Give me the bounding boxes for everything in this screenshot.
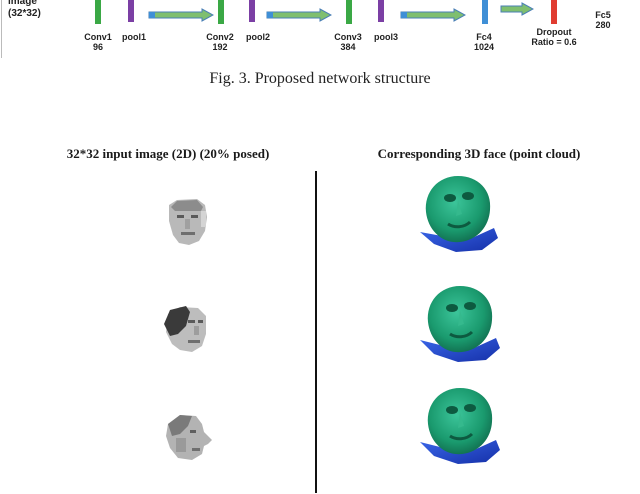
layer-bar-conv1 [95, 0, 101, 24]
layer-name: Conv2 [206, 32, 234, 42]
layer-bar-pool1 [128, 0, 134, 22]
layer-name: Conv3 [334, 32, 362, 42]
layer-name: pool3 [374, 32, 398, 42]
input-face-frontal [169, 199, 207, 245]
arrow-3-icon [400, 8, 466, 22]
layer-label-conv2: Conv2 192 [200, 32, 240, 52]
network-diagram: image (32*32) Conv1 96 pool1 Conv2 192 [0, 0, 640, 60]
layer-bar-fc4 [482, 0, 488, 24]
vertical-axis-line [1, 0, 2, 58]
arrow-1-icon [148, 8, 214, 22]
input-face-profile [166, 415, 212, 460]
layer-label-conv3: Conv3 384 [328, 32, 368, 52]
column-divider [315, 171, 317, 493]
mesh-face-row2 [420, 286, 500, 362]
layer-name: Dropout [536, 27, 572, 37]
layer-label-pool3: pool3 [366, 32, 406, 42]
input-label: image (32*32) [8, 0, 41, 20]
layer-value: 1024 [473, 42, 495, 52]
figure-caption: Fig. 3. Proposed network structure [209, 70, 431, 87]
layer-label-pool2: pool2 [238, 32, 278, 42]
mesh-face-row1 [420, 176, 498, 252]
layer-value: Ratio = 0.6 [531, 37, 577, 47]
layer-label-dropout: Dropout Ratio = 0.6 [526, 27, 582, 47]
arrow-4-icon [500, 2, 534, 16]
input-label-line1: image [8, 0, 37, 7]
layer-bar-pool3 [378, 0, 384, 22]
layer-name: pool2 [246, 32, 270, 42]
layer-bar-dropout [551, 0, 557, 24]
layer-name: Fc4 [476, 32, 492, 42]
layer-bar-conv2 [218, 0, 224, 24]
left-column-heading: 32*32 input image (2D) (20% posed) [66, 146, 270, 161]
right-column-heading: Corresponding 3D face (point cloud) [377, 146, 581, 161]
layer-value: 192 [212, 42, 228, 52]
mesh-face-row3 [420, 388, 500, 464]
layer-name: Fc5 [595, 10, 611, 20]
layer-label-pool1: pool1 [114, 32, 154, 42]
layer-label-conv1: Conv1 96 [78, 32, 118, 52]
arrow-2-icon [266, 8, 332, 22]
layer-value: 96 [92, 42, 103, 52]
layer-name: Conv1 [84, 32, 112, 42]
input-face-half-profile [164, 306, 206, 352]
layer-value: 280 [595, 20, 611, 30]
layer-value: 384 [340, 42, 356, 52]
layer-name: pool1 [122, 32, 146, 42]
layer-label-fc4: Fc4 1024 [464, 32, 504, 52]
input-label-line2: (32*32) [8, 8, 41, 19]
layer-label-fc5: Fc5 280 [588, 10, 618, 30]
layer-bar-pool2 [249, 0, 255, 22]
layer-bar-conv3 [346, 0, 352, 24]
